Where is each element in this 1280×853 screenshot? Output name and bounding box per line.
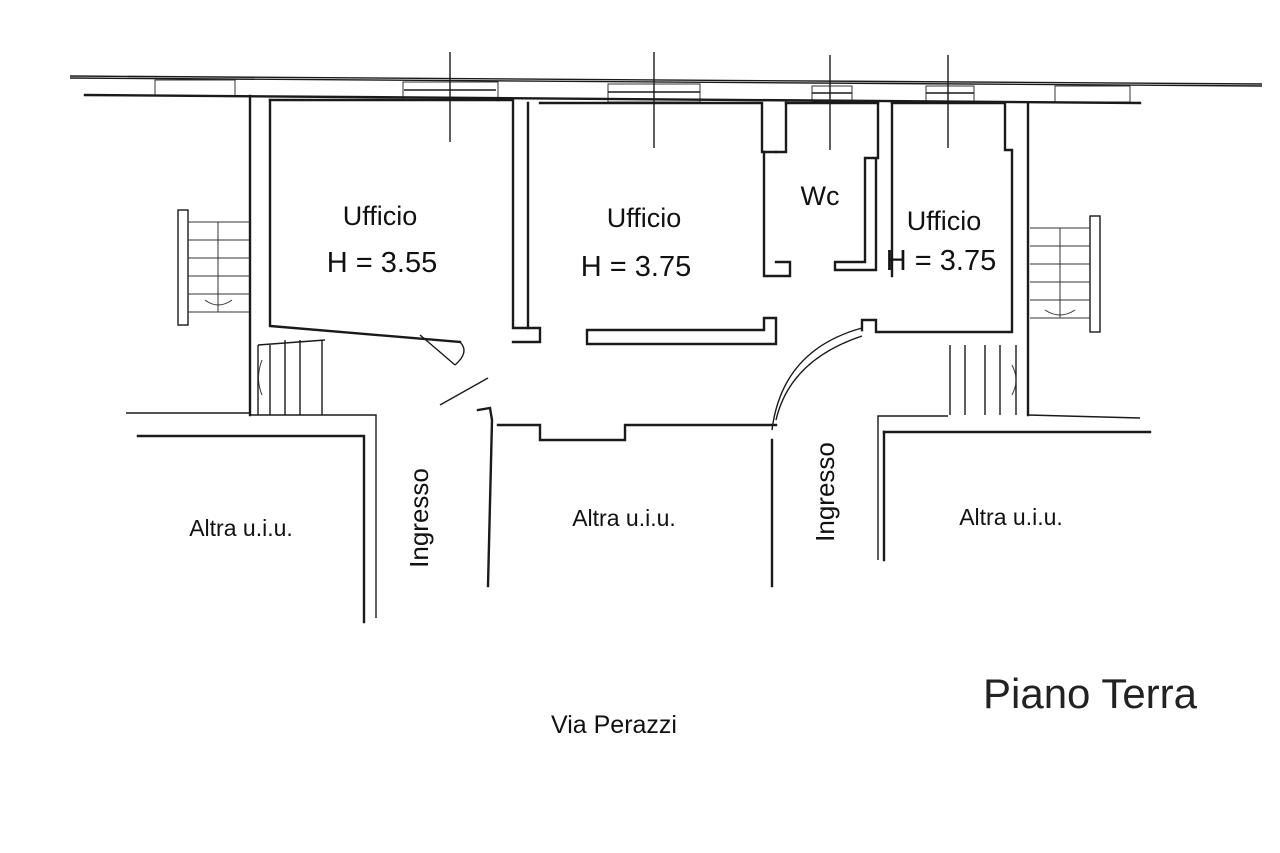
facade-wall <box>69 75 1263 105</box>
entrance-label-1: Ingresso <box>404 468 434 568</box>
room-2-name: Ufficio <box>607 203 682 233</box>
room-3-height: H = 3.75 <box>886 245 996 277</box>
left-staircase <box>177 209 326 415</box>
room-2-height: H = 3.75 <box>581 251 691 283</box>
room-1-height: H = 3.55 <box>327 247 437 279</box>
office-3-walls <box>860 101 1030 417</box>
room-1-name: Ufficio <box>343 201 418 231</box>
neighbor-unit-3: Altra u.i.u. <box>959 504 1063 530</box>
corridor-walls <box>476 327 863 588</box>
office-2-walls <box>526 101 792 346</box>
room-wc-name: Wc <box>801 181 840 211</box>
floor-label: Piano Terra <box>983 670 1198 717</box>
room-3-name: Ufficio <box>907 206 982 236</box>
neighbor-walls <box>126 412 1152 624</box>
neighbor-unit-2: Altra u.i.u. <box>572 505 676 531</box>
right-staircase <box>949 215 1101 415</box>
window-markers <box>404 52 974 150</box>
street-name: Via Perazzi <box>551 711 677 739</box>
wc-walls <box>774 101 880 272</box>
neighbor-unit-1: Altra u.i.u. <box>189 515 293 541</box>
entrance-label-2: Ingresso <box>810 442 840 542</box>
office-1-walls <box>248 94 542 417</box>
